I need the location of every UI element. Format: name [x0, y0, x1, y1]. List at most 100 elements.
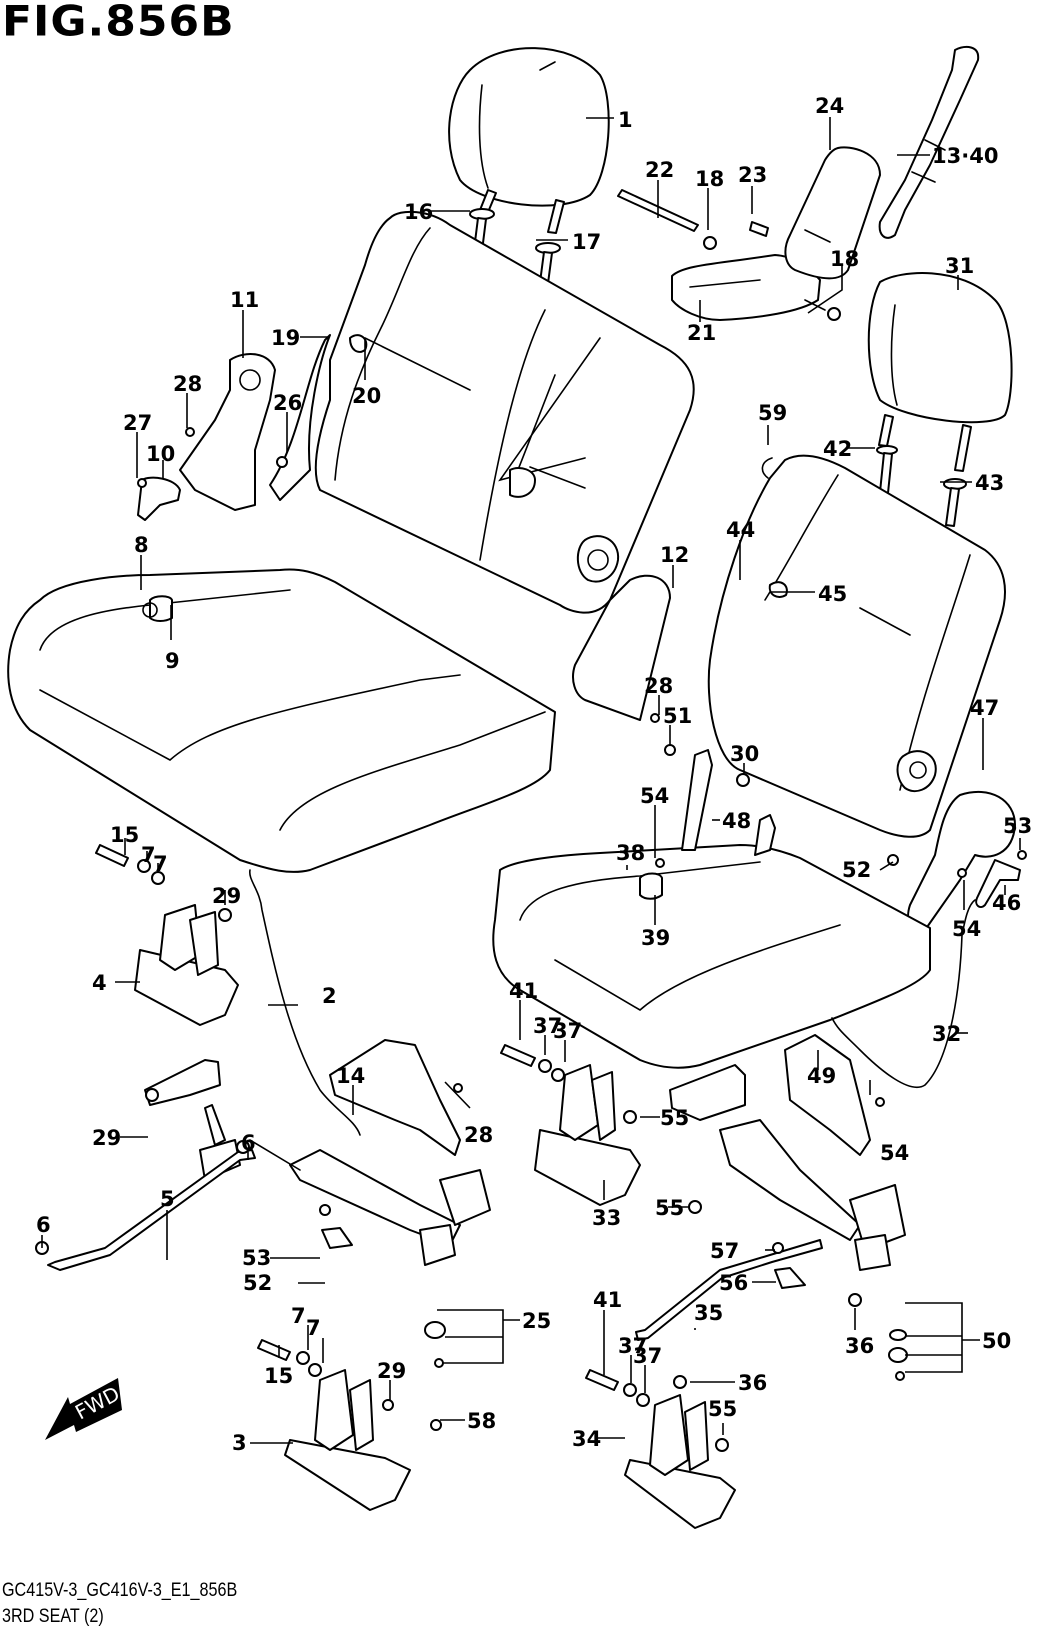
- headrest-right[interactable]: [867, 272, 1013, 472]
- bolt-52b[interactable]: [887, 854, 899, 866]
- bolt-26[interactable]: [276, 456, 288, 468]
- nut-55a[interactable]: [623, 1110, 637, 1124]
- clip-56[interactable]: [774, 1267, 806, 1289]
- bolt-57[interactable]: [772, 1242, 784, 1254]
- hinge-bracket-left[interactable]: [144, 1059, 241, 1181]
- bolt-50[interactable]: [895, 1371, 905, 1381]
- riser-bracket-3[interactable]: [284, 1369, 411, 1511]
- seat-back-large[interactable]: [314, 210, 695, 614]
- seat-belt-13-40[interactable]: [878, 46, 980, 239]
- clip-59[interactable]: [761, 457, 773, 479]
- washer-7a[interactable]: [137, 859, 151, 873]
- callout-labels: 1 2 3 4 5 6 6 7 7 7 7 8 9 10 11 12 13·40…: [36, 94, 1032, 1455]
- seat-cushion-large[interactable]: [7, 568, 556, 873]
- callout-18b: 18: [830, 247, 859, 271]
- bolt-23[interactable]: [749, 221, 769, 237]
- bracket-48[interactable]: [681, 749, 776, 856]
- callout-27: 27: [123, 411, 152, 435]
- bolt-15a[interactable]: [95, 844, 129, 867]
- bolt-58[interactable]: [430, 1419, 442, 1431]
- bolt-41b[interactable]: [585, 1369, 619, 1391]
- clip-36a[interactable]: [848, 1293, 862, 1307]
- riser-bracket-33[interactable]: [534, 1064, 641, 1206]
- bolt-15b[interactable]: [257, 1339, 291, 1361]
- callout-52a: 52: [842, 858, 871, 882]
- callout-10: 10: [146, 442, 175, 466]
- callout-44: 44: [726, 518, 755, 542]
- nut-55b[interactable]: [688, 1200, 702, 1214]
- rod-5[interactable]: [47, 1149, 256, 1271]
- recliner-mechanism-14[interactable]: [329, 1039, 461, 1156]
- nut-6a[interactable]: [236, 1140, 250, 1154]
- bracket-10[interactable]: [137, 476, 181, 521]
- clip-52a[interactable]: [321, 1227, 353, 1249]
- callout-51: 51: [663, 704, 692, 728]
- recliner-cover-47[interactable]: [907, 790, 1016, 932]
- seat-cushion-small[interactable]: [492, 844, 931, 1069]
- cable-2[interactable]: [249, 869, 361, 1136]
- riser-bracket-34[interactable]: [624, 1394, 736, 1529]
- screw-54c[interactable]: [875, 1097, 885, 1107]
- clip-36b[interactable]: [673, 1375, 687, 1389]
- callout-54b: 54: [952, 917, 981, 941]
- screw-28c[interactable]: [650, 713, 660, 723]
- nut-29b[interactable]: [145, 1088, 159, 1102]
- callout-8: 8: [134, 533, 149, 557]
- screw-54a[interactable]: [655, 858, 665, 868]
- headrest-left[interactable]: [448, 47, 610, 234]
- washer-37b[interactable]: [551, 1068, 565, 1082]
- washer-37d[interactable]: [636, 1393, 650, 1407]
- screw-28a[interactable]: [185, 427, 195, 437]
- armrest-21[interactable]: [671, 254, 826, 321]
- callout-7a: 7: [141, 843, 156, 867]
- nut-55c[interactable]: [715, 1438, 729, 1452]
- callout-28a: 28: [173, 372, 202, 396]
- nut-29c[interactable]: [382, 1399, 394, 1411]
- bushing-50a[interactable]: [889, 1329, 907, 1341]
- nut-18a[interactable]: [703, 236, 717, 250]
- screw-53b[interactable]: [1017, 850, 1027, 860]
- callout-46: 46: [992, 891, 1021, 915]
- seat-back-small[interactable]: [707, 454, 1006, 838]
- nut-18b[interactable]: [827, 307, 841, 321]
- trim-46[interactable]: [975, 859, 1021, 908]
- headrest-guide-43[interactable]: [943, 478, 967, 527]
- callout-55b: 55: [655, 1196, 684, 1220]
- rod-35[interactable]: [635, 1239, 823, 1341]
- screw-54b[interactable]: [957, 868, 967, 878]
- callout-18a: 18: [695, 167, 724, 191]
- callout-7d: 7: [306, 1316, 321, 1340]
- washer-7d[interactable]: [308, 1363, 322, 1377]
- nut-29a[interactable]: [218, 908, 232, 922]
- screw-27[interactable]: [137, 478, 147, 488]
- screw-28b[interactable]: [453, 1083, 463, 1093]
- callout-54c: 54: [880, 1141, 909, 1165]
- washer-37c[interactable]: [623, 1383, 637, 1397]
- bolt-41a[interactable]: [500, 1044, 536, 1067]
- bushing-25[interactable]: [424, 1321, 446, 1339]
- recliner-mechanism-49[interactable]: [784, 1034, 871, 1156]
- seat-lock-bracket-12[interactable]: [572, 574, 671, 721]
- washer-37a[interactable]: [538, 1059, 552, 1073]
- bolt-51[interactable]: [664, 744, 676, 756]
- washer-7c[interactable]: [296, 1351, 310, 1365]
- callout-29a: 29: [212, 884, 241, 908]
- headrest-guide-42[interactable]: [876, 445, 898, 494]
- bolt-53a[interactable]: [319, 1204, 331, 1216]
- bushing-50b[interactable]: [888, 1347, 908, 1363]
- callout-13-40: 13·40: [932, 144, 998, 168]
- riser-bracket-4[interactable]: [134, 904, 239, 1026]
- callout-6b: 6: [36, 1213, 51, 1237]
- bolt-25[interactable]: [434, 1358, 444, 1368]
- callout-7c: 7: [291, 1304, 306, 1328]
- callout-3: 3: [232, 1431, 247, 1455]
- callout-32: 32: [932, 1022, 961, 1046]
- seat-track-frame-left[interactable]: [249, 1139, 491, 1266]
- callout-55c: 55: [708, 1397, 737, 1421]
- footer-figure-name: 3RD SEAT (2): [2, 1606, 104, 1627]
- hinge-bracket-right[interactable]: [669, 1064, 906, 1271]
- armrest-lid-24[interactable]: [784, 146, 881, 280]
- cap-30[interactable]: [736, 773, 750, 787]
- cable-32[interactable]: [831, 899, 976, 1088]
- callout-37a: 37: [533, 1014, 562, 1038]
